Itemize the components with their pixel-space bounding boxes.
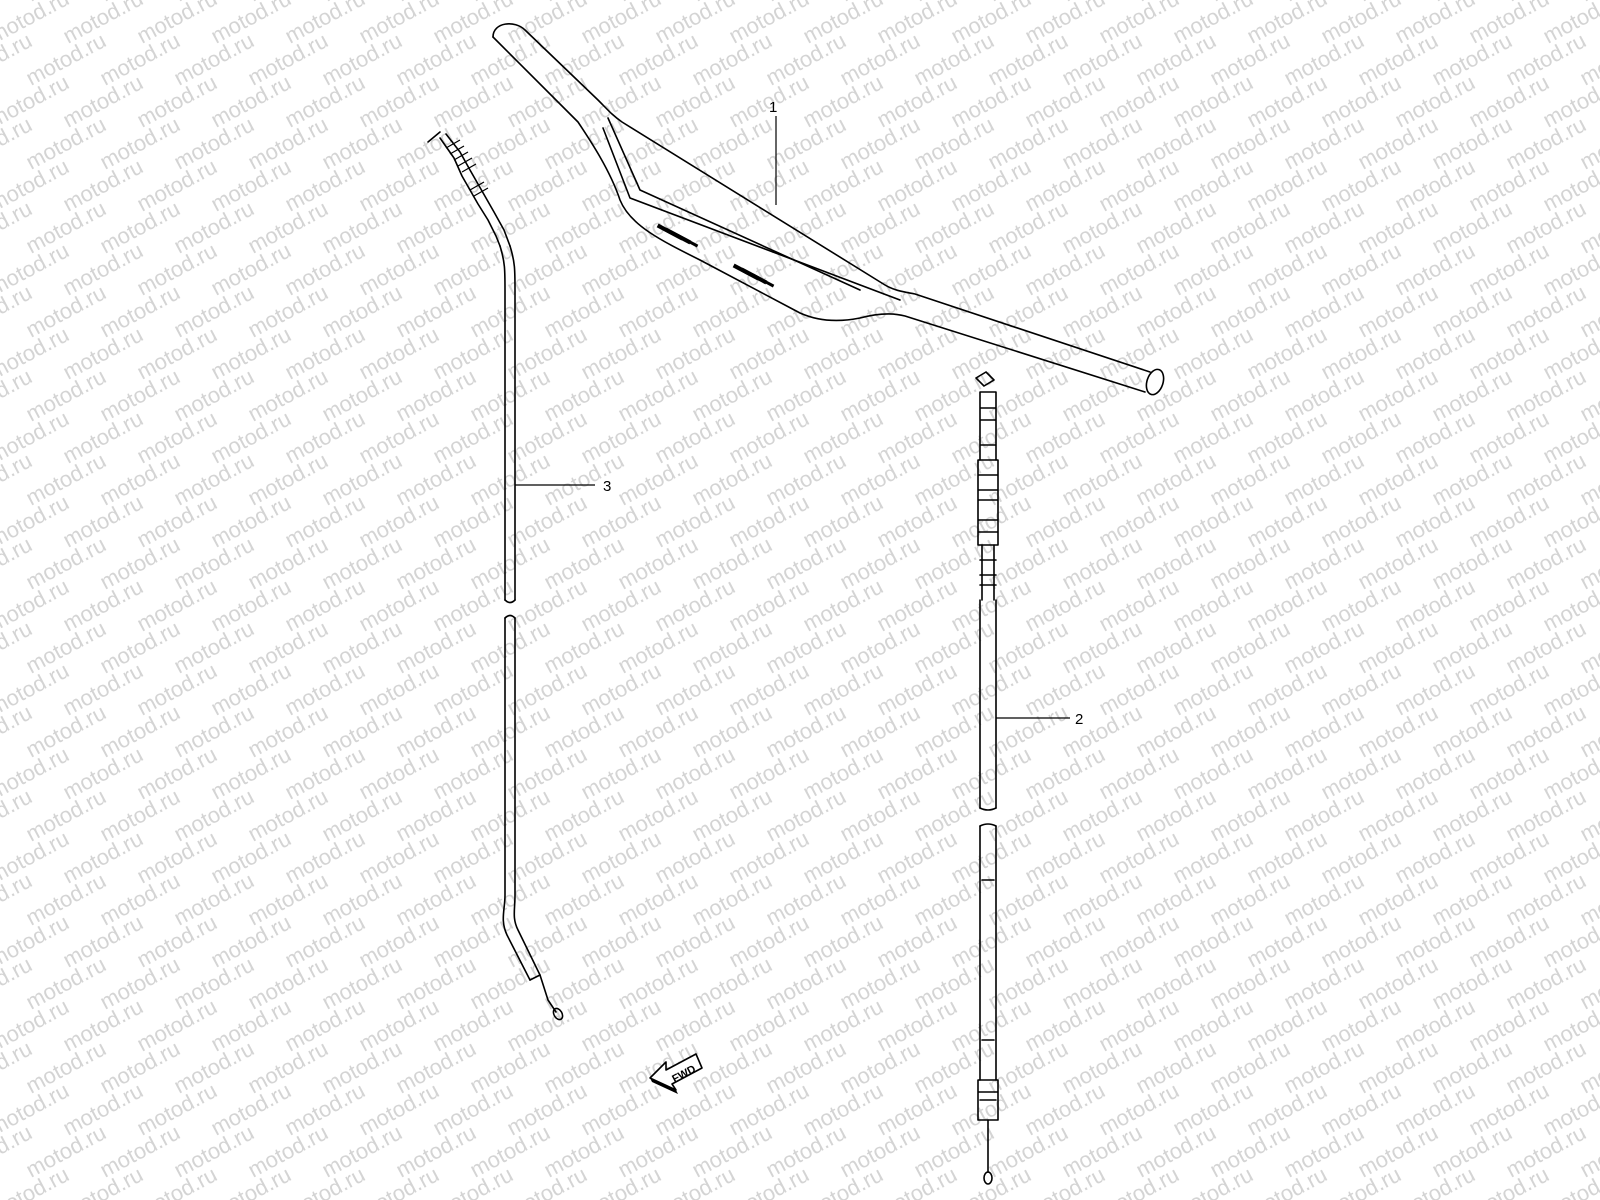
cable-2-break-top — [979, 807, 997, 811]
cable-3-upper-end-fitting — [439, 137, 501, 247]
callout-label-1: 1 — [769, 99, 777, 116]
cable-2-adjuster — [977, 459, 999, 546]
fwd-arrow-icon: FWD — [649, 1053, 703, 1094]
cable-2-break-bottom — [979, 823, 997, 827]
cable-2-tip — [975, 371, 995, 387]
callout-label-3: 3 — [603, 478, 611, 495]
handlebar-inner-bottom — [602, 127, 901, 301]
fwd-arrow-shadow — [650, 1078, 678, 1094]
callout-label-2: 2 — [1075, 711, 1083, 728]
cable-2-sleeve — [979, 544, 997, 601]
cable-2: 2 — [975, 371, 1083, 1185]
fwd-arrow-shape — [649, 1053, 703, 1091]
cable-3: 3 — [427, 131, 611, 1021]
cable-3-spring — [445, 139, 489, 197]
cable-3-break-top — [504, 599, 516, 604]
cable-2-upper-fitting — [979, 391, 997, 461]
handlebar-end — [1145, 368, 1165, 396]
cable-3-tip-pin — [427, 131, 441, 143]
cable-2-housing-upper — [979, 599, 997, 809]
cable-3-housing-upper — [499, 245, 516, 601]
handlebar-outline-top — [492, 23, 1151, 373]
handlebar-grip-band-left — [656, 223, 699, 248]
handlebar-outline-bottom — [492, 36, 1146, 393]
handlebar: 1 — [492, 23, 1165, 396]
handlebar-grip-band-right — [732, 263, 775, 288]
watermark-text: motod.ru — [1576, 0, 1600, 6]
cable-2-lower-end-nipple — [983, 1171, 993, 1185]
cable-2-housing-lower — [979, 825, 997, 1081]
cable-3-break-bottom — [504, 614, 516, 619]
cable-3-lower-end-fitting — [529, 974, 557, 1013]
cable-3-housing-lower — [502, 617, 541, 981]
cable-2-lower-fitting — [977, 1079, 999, 1121]
cable-3-lower-end-nipple — [552, 1007, 564, 1021]
